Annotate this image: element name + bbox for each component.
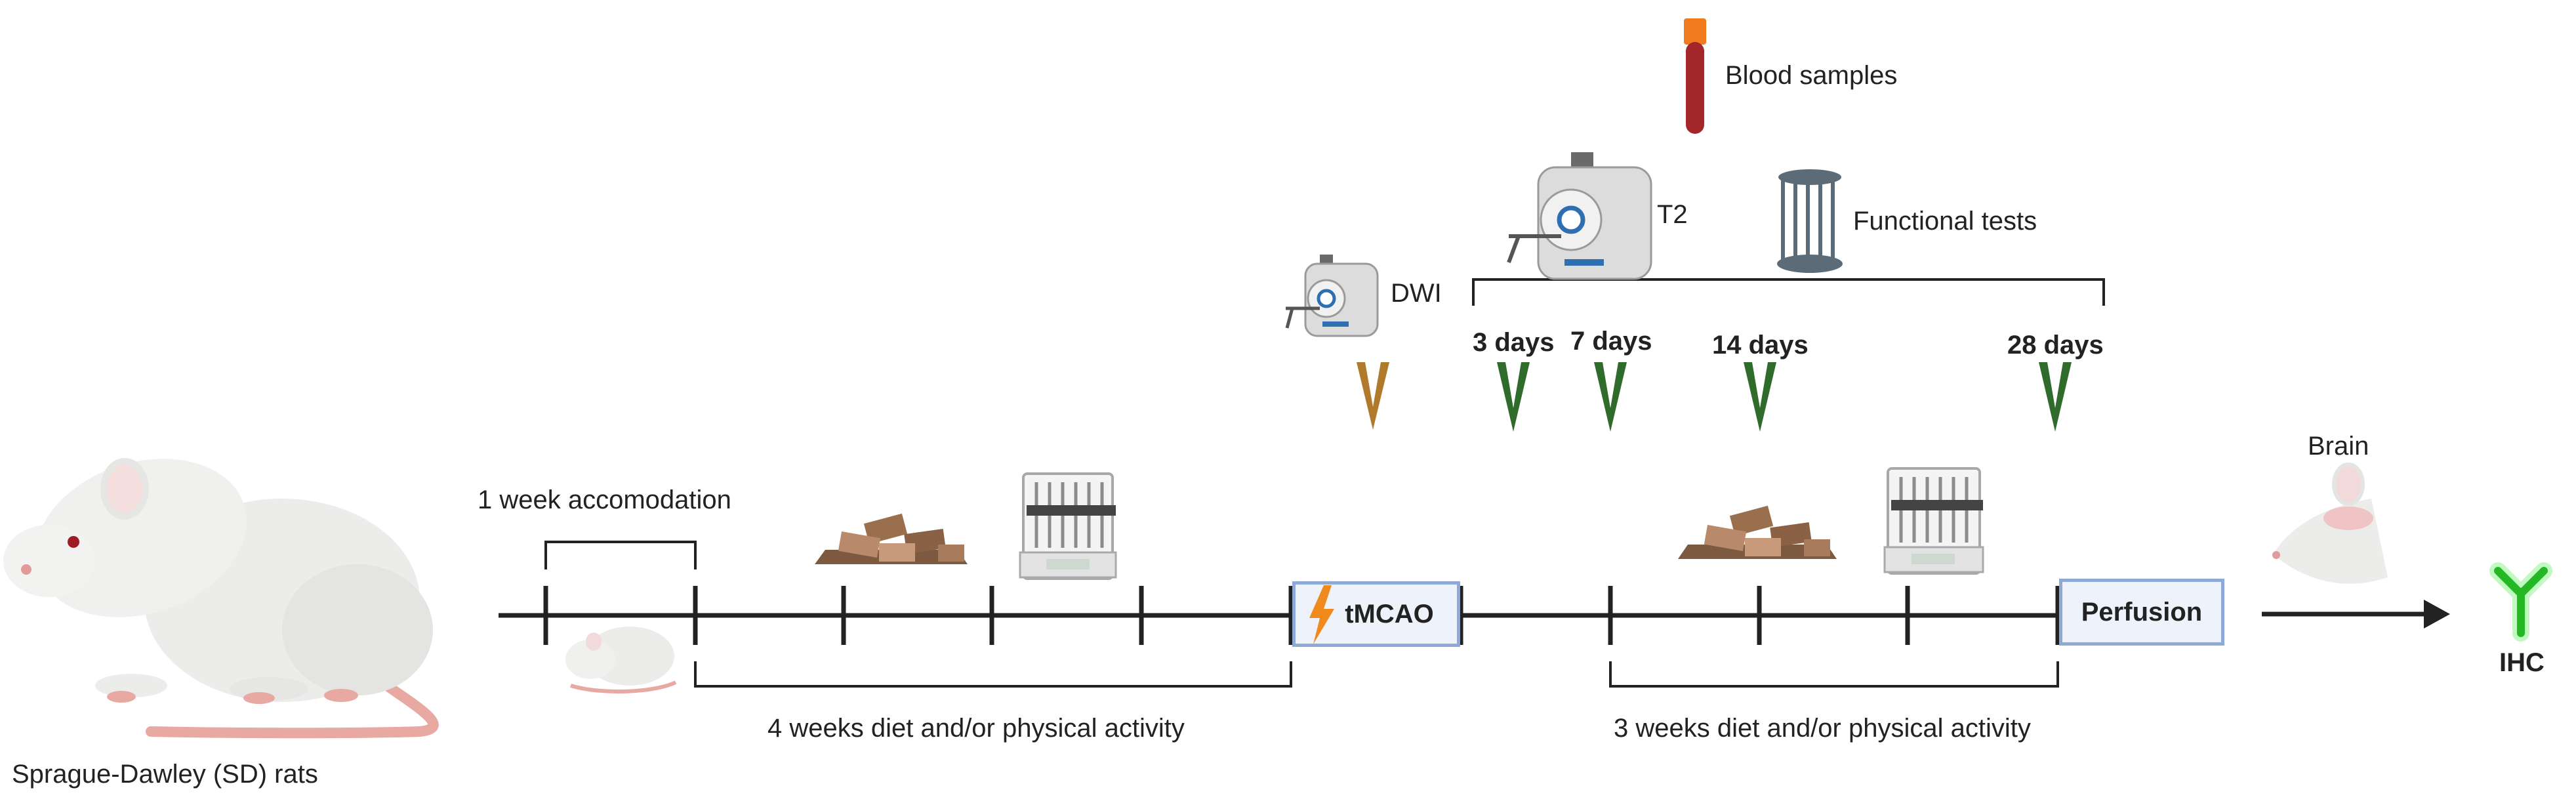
mri-scanner-icon <box>1507 152 1652 280</box>
pre-period-label: 4 weeks diet and/or physical activity <box>767 714 1185 743</box>
post-period-label: 3 weeks diet and/or physical activity <box>1614 714 2031 743</box>
timepoint-markers <box>1497 362 2072 432</box>
dwi-marker <box>1357 362 1389 430</box>
cage-scale-icon <box>1883 467 1984 575</box>
tmcao-label: tMCAO <box>1345 599 1434 629</box>
timepoint-label-3d: 3 days <box>1473 328 1555 357</box>
mri-scanner-icon <box>1285 255 1379 337</box>
lightning-icon <box>1309 585 1334 644</box>
post-period-bracket <box>1609 661 2059 688</box>
pre-period-bracket <box>694 661 1292 688</box>
timepoint-marker-28d <box>2039 362 2072 432</box>
food-pellets-icon <box>815 513 968 564</box>
food-pellets-icon <box>1678 505 1837 559</box>
timepoint-label-7d: 7 days <box>1570 327 1652 356</box>
timeline-ticks <box>543 586 2060 645</box>
subject-label: Sprague-Dawley (SD) rats <box>12 760 318 789</box>
arrow-icon <box>2262 600 2450 629</box>
rat-head-icon <box>2272 463 2388 584</box>
sleeping-rat-icon <box>565 627 677 694</box>
rat-icon <box>3 458 439 739</box>
accommodation-bracket <box>544 541 697 569</box>
ihc-label: IHC <box>2499 648 2545 677</box>
antibody-icon <box>2489 562 2552 642</box>
functional-tests-label: Functional tests <box>1853 207 2037 236</box>
blood-tube-icon <box>1684 18 1706 134</box>
timepoint-marker-3d <box>1497 362 1530 432</box>
cage-scale-icon <box>1019 472 1117 580</box>
t2-label: T2 <box>1657 200 1688 229</box>
timepoint-marker-14d <box>1744 362 1776 432</box>
perfusion-box: Perfusion <box>2059 579 2224 646</box>
dwi-label: DWI <box>1391 279 1442 308</box>
blood-samples-label: Blood samples <box>1725 61 1898 90</box>
brain-label: Brain <box>2308 432 2369 461</box>
timepoint-marker-7d <box>1594 362 1627 432</box>
timepoint-label-14d: 14 days <box>1712 331 1809 360</box>
accommodation-label: 1 week accomodation <box>478 485 731 514</box>
follow-up-bracket <box>1472 278 2105 306</box>
timepoint-label-28d: 28 days <box>2007 331 2104 360</box>
perfusion-label: Perfusion <box>2081 597 2203 627</box>
functional-cage-icon <box>1777 169 1843 273</box>
